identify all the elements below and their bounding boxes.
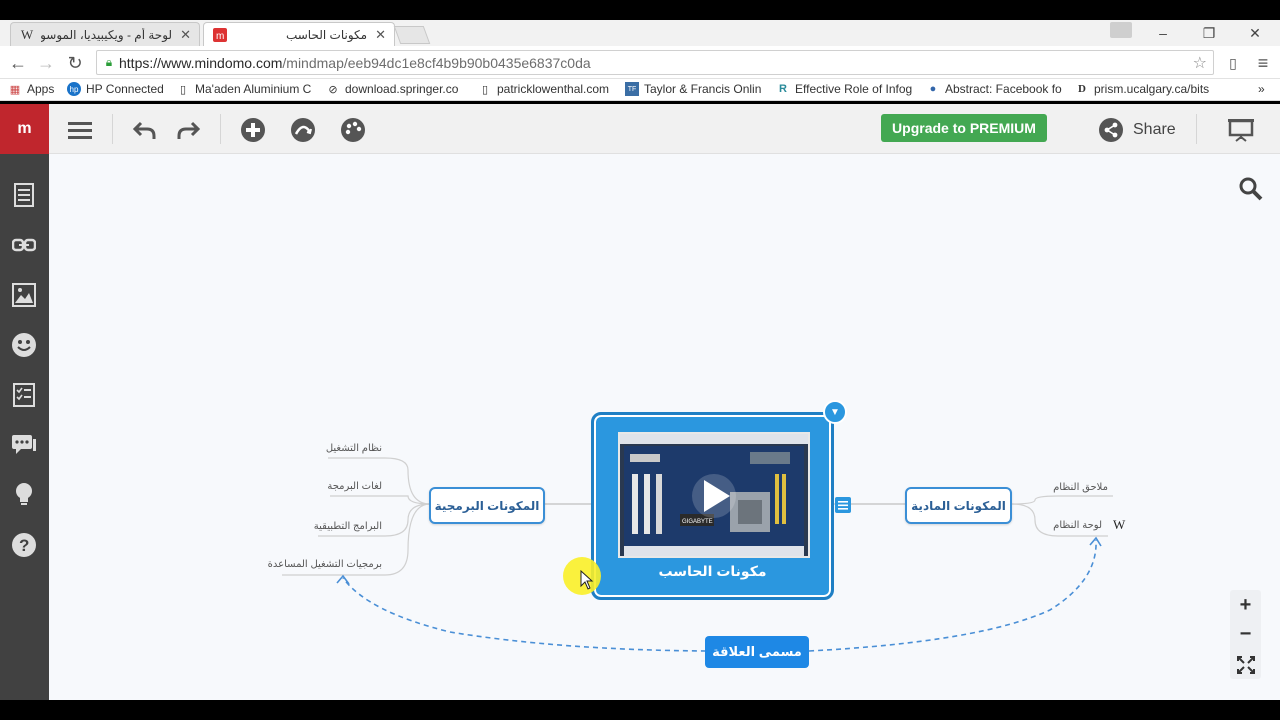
subtopic-application-software[interactable]: البرامج التطبيقية [313,521,382,532]
topic-hardware-components[interactable]: المكونات المادية [905,487,1012,524]
d-icon: D [1078,83,1086,95]
page-icon: ▯ [179,83,187,96]
tab-close-icon[interactable]: ✕ [375,26,386,42]
outline-icon[interactable] [10,181,38,209]
comments-icon[interactable] [10,431,38,459]
tab-title: لوحة أم - ويكيبيديا، الموسوعة الحرة [41,27,173,42]
url-input[interactable]: 🔒︎ https://www.mindomo.com/mindmap/eeb94… [96,50,1214,75]
relationship-label[interactable]: مسمى العلاقة [705,636,809,668]
restore-button[interactable]: ❐ [1202,24,1216,41]
central-topic-label: مكونات الحاسب [658,563,767,579]
svg-text:m: m [216,31,224,42]
search-icon[interactable] [1238,176,1264,202]
theme-palette-icon[interactable] [340,117,366,143]
toolbar-separator [1196,114,1197,144]
share-label: Share [1133,121,1176,138]
bottom-black-bar [0,700,1280,720]
tf-icon: TF [625,82,639,96]
bookmark-apps[interactable]: ▦Apps [9,82,55,96]
more-bookmarks-chevron-icon[interactable]: » [1258,82,1265,96]
link-icon[interactable] [10,231,38,259]
add-topic-icon[interactable] [240,117,266,143]
subtopic-utility-software[interactable]: برمجيات التشغيل المساعدة [267,559,382,570]
mindomo-toolbar: m Upgrade to PREMIUM Share [0,104,1280,154]
tab-mindomo[interactable]: m مكونات الحاسب ✕ [203,22,395,46]
forward-arrow-icon[interactable]: → [37,52,55,73]
mindomo-favicon-icon: m [212,27,228,42]
image-icon[interactable] [10,281,38,309]
bookmark-star-icon[interactable]: ☆ [1192,55,1207,72]
reload-icon[interactable]: ↻ [67,52,83,73]
redo-icon[interactable] [175,117,201,143]
bookmark-patricklowenthal[interactable]: ▯patricklowenthal.com [478,82,612,96]
lightbulb-icon[interactable] [10,481,38,509]
zoom-controls: + − [1230,590,1261,679]
upgrade-premium-button[interactable]: Upgrade to PREMIUM [881,114,1047,142]
smiley-icon[interactable] [10,331,38,359]
user-profile-icon[interactable] [1110,22,1132,38]
wikipedia-link-icon[interactable]: W [1113,517,1126,532]
subtopic-operating-system[interactable]: نظام التشغيل [325,443,382,454]
zoom-out-button[interactable]: − [1239,623,1252,645]
motherboard-image: GIGABYTE [620,434,808,556]
tab-strip: W لوحة أم - ويكيبيديا، الموسوعة الحرة ✕ … [0,20,1280,46]
notes-icon[interactable] [835,497,851,513]
toolbar-separator [220,114,221,144]
springer-icon: ⊘ [328,83,338,96]
hp-icon: hp [67,82,81,96]
share-button[interactable]: Share [1099,117,1176,143]
zoom-in-button[interactable]: + [1239,594,1252,616]
bookmark-maaden[interactable]: ▯Ma'aden Aluminium C [176,82,314,96]
lock-icon: 🔒︎ [105,55,113,69]
page-icon: ▯ [481,83,489,96]
apps-grid-icon: ▦ [9,83,21,96]
video-thumbnail[interactable]: GIGABYTE [618,432,810,558]
r-icon: R [779,83,787,95]
mindomo-logo[interactable]: m [0,104,49,154]
bookmark-springer[interactable]: ⊘download.springer.co [326,82,464,96]
share-icon [1099,118,1123,142]
back-arrow-icon[interactable]: ← [9,52,27,73]
svg-text:?: ? [19,536,29,555]
tab-close-icon[interactable]: ✕ [180,26,191,42]
tab-title: مكونات الحاسب [285,27,368,42]
top-black-bar [0,0,1280,20]
globe-icon: ● [929,83,937,95]
task-list-icon[interactable] [10,381,38,409]
hamburger-menu-icon[interactable] [67,117,93,143]
topic-software-components[interactable]: المكونات البرمجية [429,487,545,524]
tab-wikipedia[interactable]: W لوحة أم - ويكيبيديا، الموسوعة الحرة ✕ [10,22,200,46]
help-icon[interactable]: ? [10,531,38,559]
subtopic-motherboard[interactable]: لوحة النظام [1053,520,1102,531]
close-window-button[interactable]: ✕ [1249,24,1261,41]
menu-icon[interactable]: ≡ [1257,52,1269,73]
chevron-down-icon[interactable]: ▼ [823,400,847,424]
mouse-pointer-icon [580,570,594,590]
minimize-button[interactable]: – [1159,25,1167,41]
bookmark-abstract-facebook[interactable]: ●Abstract: Facebook fo [926,82,1062,96]
toolbar-separator [112,114,113,144]
wikipedia-favicon-icon: W [20,26,34,42]
subtopic-peripherals[interactable]: ملاحق النظام [1053,482,1108,493]
subtopic-programming-languages[interactable]: لغات البرمجة [327,481,382,492]
left-sidebar: ? [0,154,49,700]
undo-icon[interactable] [132,117,158,143]
fit-to-screen-icon[interactable] [1230,650,1261,679]
relationship-icon[interactable] [290,117,316,143]
address-bar-row: ← → ↻ 🔒︎ https://www.mindomo.com/mindmap… [0,46,1280,79]
url-text: https://www.mindomo.com/mindmap/eeb94dc1… [119,54,591,71]
presentation-icon[interactable] [1228,117,1254,143]
central-topic-node[interactable]: GIGABYTE مكونات الحاسب [591,412,834,600]
page-action-icon[interactable]: ▯ [1229,54,1237,71]
thumbnail-brand-label: GIGABYTE [682,519,713,525]
